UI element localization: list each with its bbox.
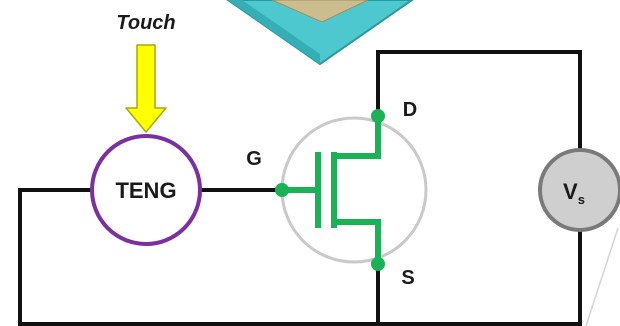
voltmeter-label: Vs (563, 179, 585, 207)
voltmeter: Vs (538, 148, 620, 232)
decorative-diagonal-line (585, 227, 619, 326)
drain-node-dot (371, 109, 385, 123)
voltmeter-ring (538, 148, 620, 232)
teng-ring (90, 134, 202, 246)
wire-drain-to-top (376, 50, 582, 150)
device-gold-pad (271, 0, 369, 23)
source-label: S (401, 267, 414, 289)
drain-lead (334, 116, 381, 159)
wire-teng-left-to-bottom (18, 188, 380, 326)
source-node-dot (371, 257, 385, 271)
down-arrow-icon (125, 44, 167, 133)
circuit-wires (18, 50, 582, 326)
wire-bottom-to-voltmeter (376, 230, 582, 326)
source-lead (334, 219, 381, 264)
gate-node-dot (275, 183, 289, 197)
device-teal-shadow (228, 0, 320, 64)
mosfet-transistor (275, 109, 428, 271)
teng-label: TENG (115, 178, 176, 203)
drain-label: D (403, 99, 417, 121)
voltmeter-subscript: s (578, 192, 585, 207)
teng-element: TENG (90, 134, 202, 246)
voltmeter-main-text: V (563, 179, 578, 204)
gate-label: G (246, 148, 262, 170)
touch-label: Touch (116, 12, 175, 34)
teng-device-illustration (226, 0, 414, 66)
